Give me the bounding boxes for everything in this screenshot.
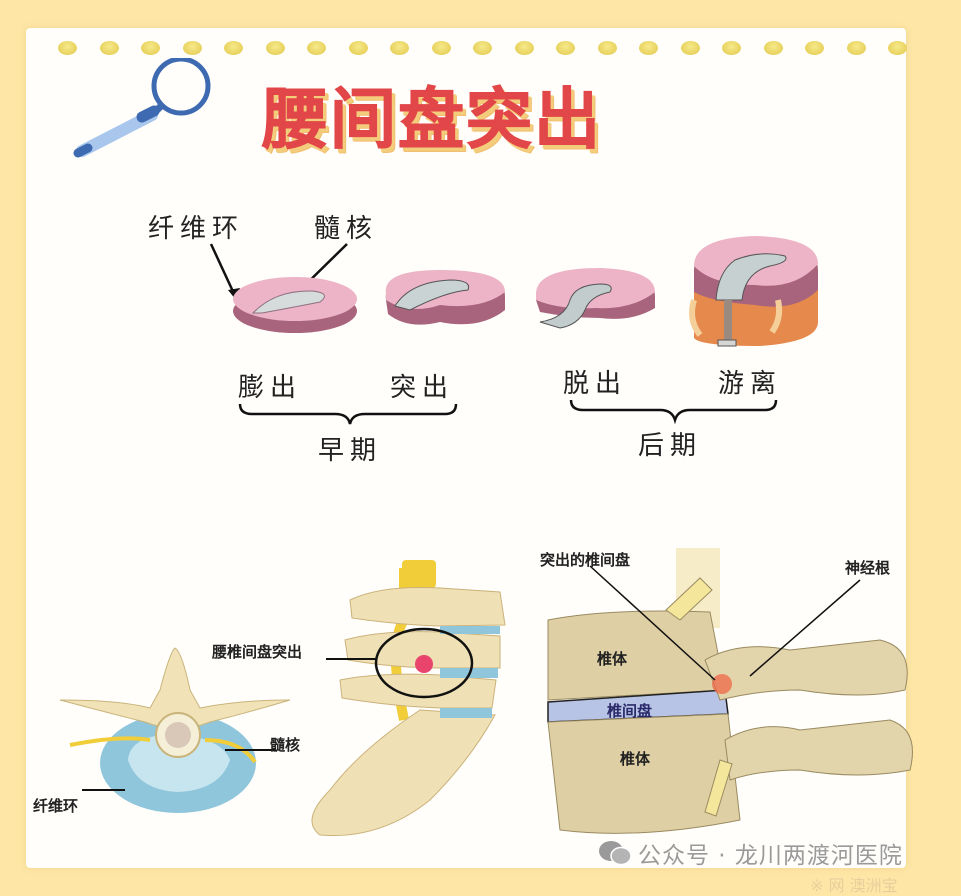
dot [473,41,492,55]
group-label-late: 后期 [638,431,703,461]
dot [680,41,700,55]
wechat-icon [599,841,632,866]
notebook-dots [58,41,907,55]
label-vertebral-body-upper: 椎体 [597,650,628,668]
disc-sequestration [689,236,818,347]
dot [556,41,575,55]
label-nucleus-top: 髓核 [314,214,379,244]
watermark-bottom: ※ 网 澳洲宝 [810,876,898,895]
stage-label-sequestration: 游离 [718,369,783,399]
dot [390,41,409,55]
label-nerve-root: 神经根 [845,559,891,577]
dot [182,41,202,55]
label-intervertebral-disc: 椎间盘 [607,702,653,720]
dot [722,41,741,55]
dot [58,41,77,55]
stage-label-extrusion: 脱出 [563,369,628,399]
dot [141,41,160,55]
stage-label-protrusion: 突出 [390,373,455,403]
label-annulus-top: 纤维环 [148,214,245,244]
dot [763,41,783,55]
dot [846,41,866,55]
dot [99,41,119,55]
dot [888,41,907,55]
dot [597,41,617,55]
dot [431,41,451,55]
dot [348,41,368,55]
dot [639,41,658,55]
stage-label-bulging: 膨出 [238,373,303,403]
label-herniated-disc: 突出的椎间盘 [540,551,631,569]
page-title: 腰间盘突出 [262,81,602,159]
dot [224,41,243,55]
watermark: 公众号 · 龙川两渡河医院 [598,836,903,870]
disc-extrusion [536,268,655,329]
label-vertebral-body-lower: 椎体 [620,750,651,768]
label-lumbar-disc-herniation: 腰椎间盘突出 [212,643,303,661]
dot [307,41,326,55]
dot [805,41,824,55]
dot [514,41,534,55]
watermark-text: 公众号 · 龙川两渡河医院 [638,843,903,869]
disc-protrusion [385,270,505,325]
dot [265,41,285,55]
label-annulus-bottom: 纤维环 [33,797,79,815]
disc-bulging [233,277,357,333]
magnifier-icon [73,58,211,158]
group-label-early: 早期 [318,436,383,466]
label-nucleus-bottom: 髓核 [270,736,301,754]
